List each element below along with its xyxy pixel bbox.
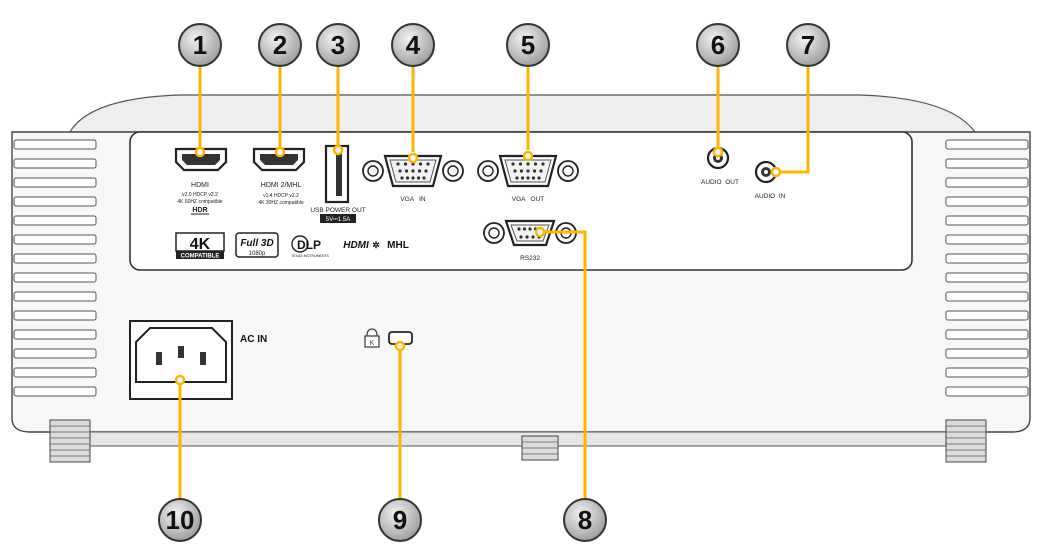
usb-rating: 5V⎓1.5A [326, 217, 350, 223]
svg-text:DLP: DLP [297, 238, 321, 252]
callout-number: 10 [166, 505, 195, 535]
foot-left [49, 419, 91, 463]
callout-number: 8 [578, 505, 592, 535]
leader-8 [540, 230, 587, 500]
security-slot: K [364, 328, 413, 348]
callout-1: 1 [178, 23, 222, 67]
vga-in-label: VGA IN [400, 196, 426, 203]
callout-3: 3 [316, 23, 360, 67]
hdmi-1-spec: v2.0 HDCP v2.2 [182, 192, 218, 198]
svg-text:TEXAS INSTRUMENTS: TEXAS INSTRUMENTS [291, 254, 329, 258]
callout-number: 7 [801, 30, 815, 60]
logo-4k: 4K COMPATIBLE [175, 232, 225, 260]
lock-icon: K [364, 328, 380, 348]
hdmi-2-port: HDMI 2/MHL v1.4 HDCP v2.2 4K 30HZ compat… [252, 147, 306, 206]
hdmi-1-port: HDMI v2.0 HDCP v2.2 4K 60HZ compatible H… [174, 147, 228, 215]
hdr-badge: HDR [192, 207, 207, 214]
callout-number: 6 [711, 30, 725, 60]
ac-in-label: AC IN [240, 334, 267, 345]
callout-number: 4 [406, 30, 421, 60]
callout-5: 5 [506, 23, 550, 67]
svg-text:Full 3D: Full 3D [240, 238, 273, 249]
vga-out-label: VGA OUT [512, 196, 545, 203]
hdmi-2-label: HDMI 2/MHL [261, 182, 302, 189]
ac-inlet: AC IN [129, 320, 267, 400]
callout-8: 8 [563, 498, 607, 542]
callout-4: 4 [391, 23, 435, 67]
left-vent [13, 139, 97, 397]
rs232-label: RS232 [520, 255, 540, 262]
leader-7 [776, 64, 810, 174]
svg-text:HDMI: HDMI [343, 240, 369, 251]
svg-text:4K: 4K [190, 236, 211, 253]
callouts: 1 2 3 4 5 6 7 8 9 10 [158, 23, 830, 542]
svg-text:K: K [370, 340, 375, 347]
leader-end-dots [174, 144, 782, 386]
usb-label: USB POWER OUT [310, 207, 365, 214]
callout-number: 9 [393, 505, 407, 535]
svg-text:1080p: 1080p [249, 251, 266, 257]
callout-number: 3 [331, 30, 345, 60]
hdmi-2-compat: 4K 30HZ compatible [258, 200, 304, 206]
logo-hdmi: HDMI [343, 240, 369, 251]
feet [49, 419, 987, 463]
foot-right [945, 419, 987, 463]
callout-7: 7 [786, 23, 830, 67]
callout-2: 2 [258, 23, 302, 67]
io-panel: HDMI v2.0 HDCP v2.2 4K 60HZ compatible H… [129, 131, 913, 271]
logo-mhl: ✲ MHL [372, 240, 409, 251]
callout-number: 1 [193, 30, 207, 60]
svg-text:✲: ✲ [372, 240, 380, 250]
logo-dlp: DLP TEXAS INSTRUMENTS [291, 235, 330, 258]
hdmi-1-label: HDMI [191, 182, 209, 189]
right-vent [945, 139, 1029, 397]
leader-lines [178, 64, 810, 500]
vga-in-port [362, 154, 464, 188]
callout-number: 5 [521, 30, 535, 60]
audio-out-label: AUDIO OUT [701, 179, 739, 186]
callout-10: 10 [158, 498, 202, 542]
audio-in-label: AUDIO IN [755, 193, 786, 200]
foot-center [521, 435, 559, 461]
svg-text:MHL: MHL [387, 240, 409, 251]
hdmi-2-spec: v1.4 HDCP v2.2 [263, 193, 299, 199]
vga-out-port [477, 154, 579, 188]
callout-9: 9 [378, 498, 422, 542]
callout-number: 2 [273, 30, 287, 60]
hdmi-1-compat: 4K 60HZ compatible [177, 199, 223, 205]
callout-6: 6 [696, 23, 740, 67]
logo-full-3d: Full 3D 1080p [235, 232, 279, 258]
svg-text:COMPATIBLE: COMPATIBLE [181, 254, 220, 260]
